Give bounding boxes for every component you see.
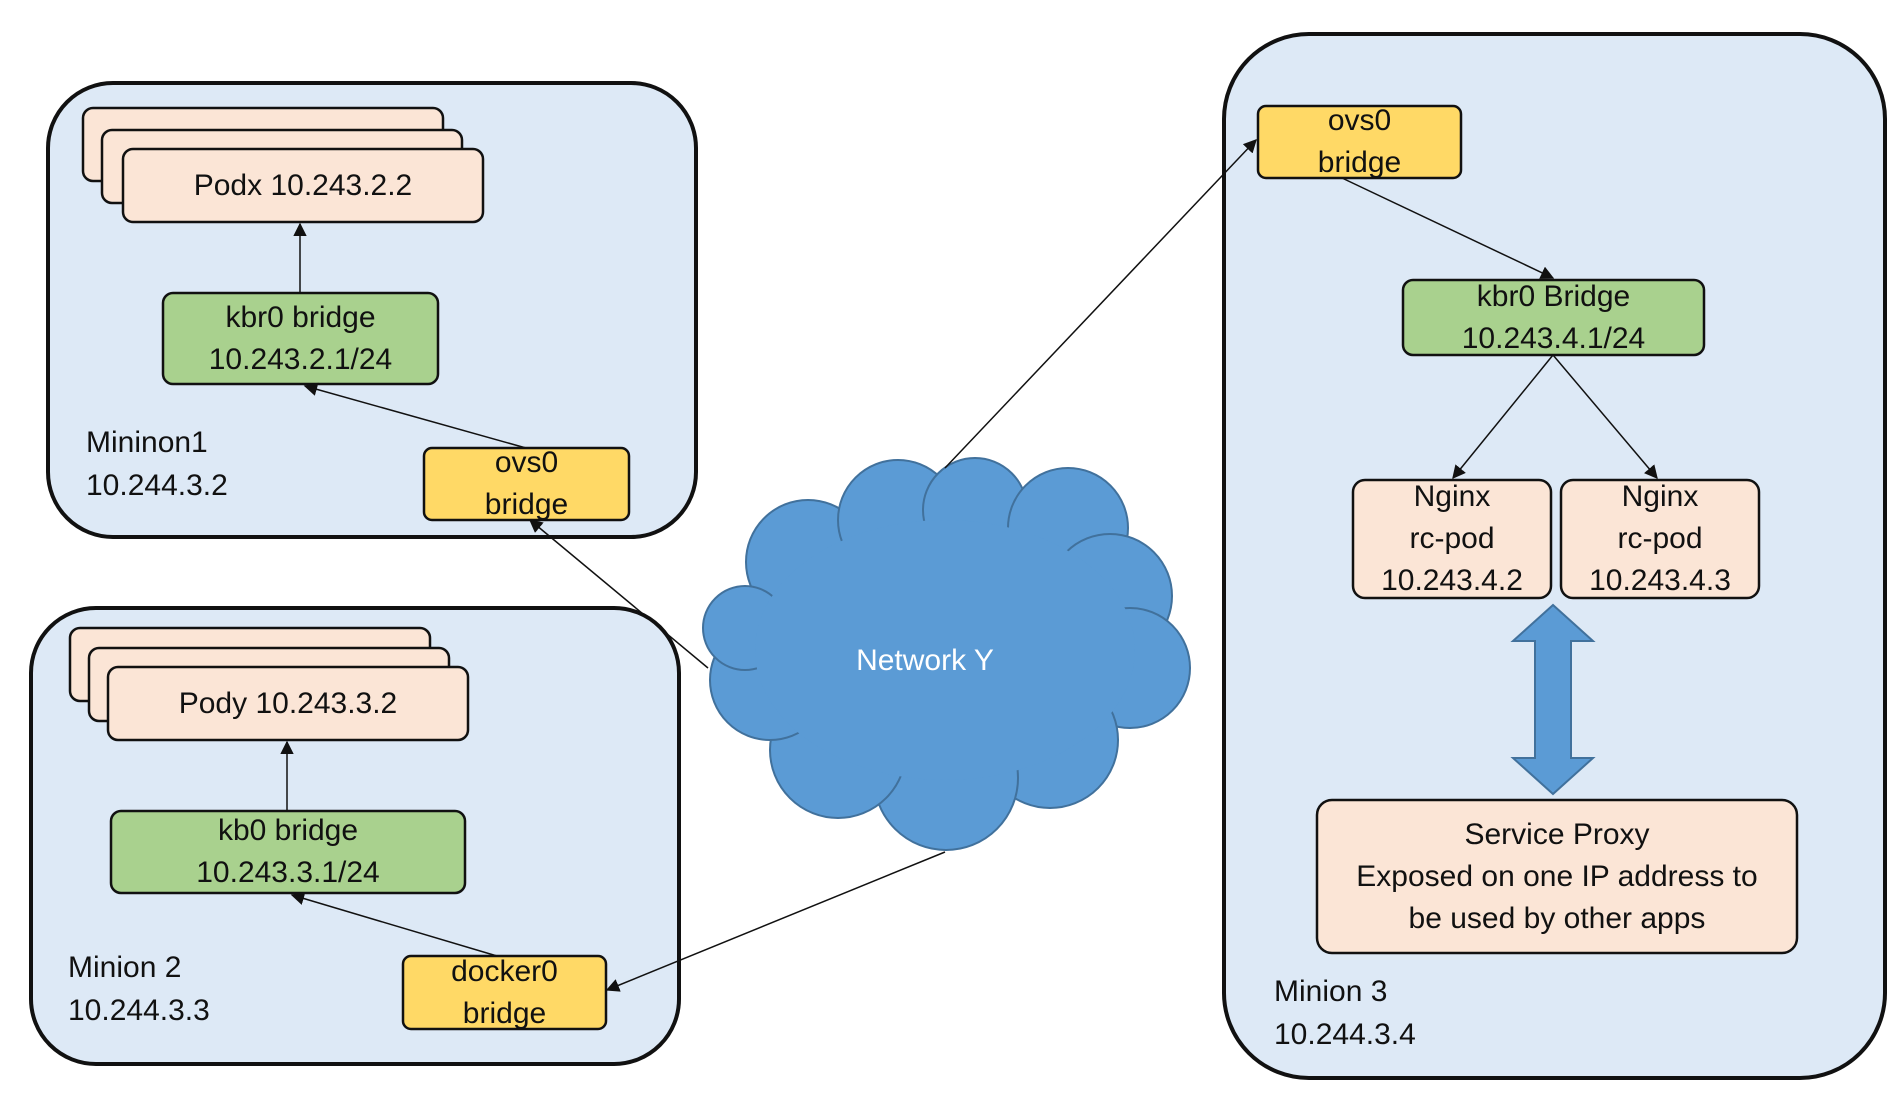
nginx-pod-2-box xyxy=(1559,478,1761,600)
nginx-pod-1-label: Nginx rc-pod 10.243.4.2 xyxy=(1353,476,1551,602)
network-label: Network Y xyxy=(800,640,1050,682)
service-proxy-line1: Service Proxy xyxy=(1464,817,1650,851)
minion1-ovs0-line2: bridge xyxy=(484,488,569,521)
minion3-ovs0-box xyxy=(1256,104,1463,180)
minion2-ip: 10.244.3.3 xyxy=(68,994,210,1027)
service-proxy-label: Service Proxy Exposed on one IP address … xyxy=(1317,800,1797,953)
minion2-kb0-box xyxy=(109,809,467,895)
minion2-kb0-line1: kb0 bridge xyxy=(217,814,359,847)
minion1-ovs0-label: ovs0 bridge xyxy=(424,444,629,524)
podx-text: Podx 10.243.2.2 xyxy=(193,168,413,202)
pody-label: Pody 10.243.3.2 xyxy=(108,667,468,740)
nginx-pod-2-line3: 10.243.4.3 xyxy=(1589,564,1731,597)
edge-cloud-to-ovs0-m1 xyxy=(528,519,709,669)
minion2-docker0-label: docker0 bridge xyxy=(403,952,606,1033)
minion3-ovs0-line2: bridge xyxy=(1317,146,1402,179)
edge-cloud-to-ovs0-m3 xyxy=(944,139,1257,469)
pody-box xyxy=(106,665,470,742)
minion2-kb0-label: kb0 bridge 10.243.3.1/24 xyxy=(111,811,465,893)
minion3-kbr0-line2: 10.243.4.1/24 xyxy=(1461,321,1646,355)
network-text: Network Y xyxy=(856,644,994,677)
service-proxy-line2: Exposed on one IP address to xyxy=(1356,859,1758,893)
service-proxy-line3: be used by other apps xyxy=(1408,901,1706,935)
minion1-kbr0-label: kbr0 bridge 10.243.2.1/24 xyxy=(163,293,438,384)
minion2-docker0-line1: docker0 xyxy=(451,954,558,988)
minion2-docker0-line2: bridge xyxy=(462,996,547,1030)
minion2-name: Minion 2 xyxy=(68,951,182,984)
edge-docker0-to-kb0 xyxy=(290,891,498,957)
podx-box xyxy=(121,147,485,224)
minion1-name: Mininon1 xyxy=(86,426,208,459)
minion3-ovs0-label: ovs0 bridge xyxy=(1258,100,1461,184)
minion1-name-label: Mininon1 10.244.3.2 xyxy=(86,421,228,507)
minion3-name-label: Minion 3 10.244.3.4 xyxy=(1274,970,1416,1056)
service-proxy-box xyxy=(1315,798,1799,955)
nginx-pod-2-label: Nginx rc-pod 10.243.4.3 xyxy=(1561,476,1759,602)
minion3-kbr0-line1: kbr0 Bridge xyxy=(1476,279,1631,313)
minion1-kbr0-line2: 10.243.2.1/24 xyxy=(208,342,393,376)
nginx-pod-1-box xyxy=(1351,478,1553,600)
edge-kbr0-to-nginx1 xyxy=(1452,354,1554,480)
edge-ovs0-to-kbr0-m1 xyxy=(303,382,527,449)
minion1-ip: 10.244.3.2 xyxy=(86,469,228,502)
minion2-docker0-box xyxy=(401,954,608,1031)
minion2-kb0-line2: 10.243.3.1/24 xyxy=(196,856,380,889)
minion3-name: Minion 3 xyxy=(1274,975,1388,1008)
minion1-kbr0-line1: kbr0 bridge xyxy=(225,300,376,334)
minion3-ip: 10.244.3.4 xyxy=(1274,1018,1416,1051)
edge-kbr0-to-nginx2 xyxy=(1552,354,1658,480)
nginx-pod-1-line1: Nginx xyxy=(1413,480,1491,513)
minion3-ovs0-line1: ovs0 xyxy=(1327,104,1392,137)
nginx-pod-2-line2: rc-pod xyxy=(1617,522,1703,555)
network-cloud-icon xyxy=(702,457,1191,851)
pody-text: Pody 10.243.3.2 xyxy=(178,686,398,720)
nginx-pod-2-line1: Nginx xyxy=(1621,480,1699,513)
minion3-kbr0-label: kbr0 Bridge 10.243.4.1/24 xyxy=(1403,276,1704,359)
nginx-pod-1-line2: rc-pod xyxy=(1409,522,1495,555)
minion2-name-label: Minion 2 10.244.3.3 xyxy=(68,946,210,1032)
edge-cloud-to-docker0 xyxy=(605,851,946,992)
edge-ovs0-to-kbr0-m3 xyxy=(1341,177,1555,279)
bidirectional-arrow-icon xyxy=(1510,603,1596,796)
minion1-ovs0-box xyxy=(422,446,631,522)
podx-label: Podx 10.243.2.2 xyxy=(123,149,483,222)
nginx-pod-1-line3: 10.243.4.2 xyxy=(1381,564,1523,597)
minion1-ovs0-line1: ovs0 xyxy=(494,446,559,479)
